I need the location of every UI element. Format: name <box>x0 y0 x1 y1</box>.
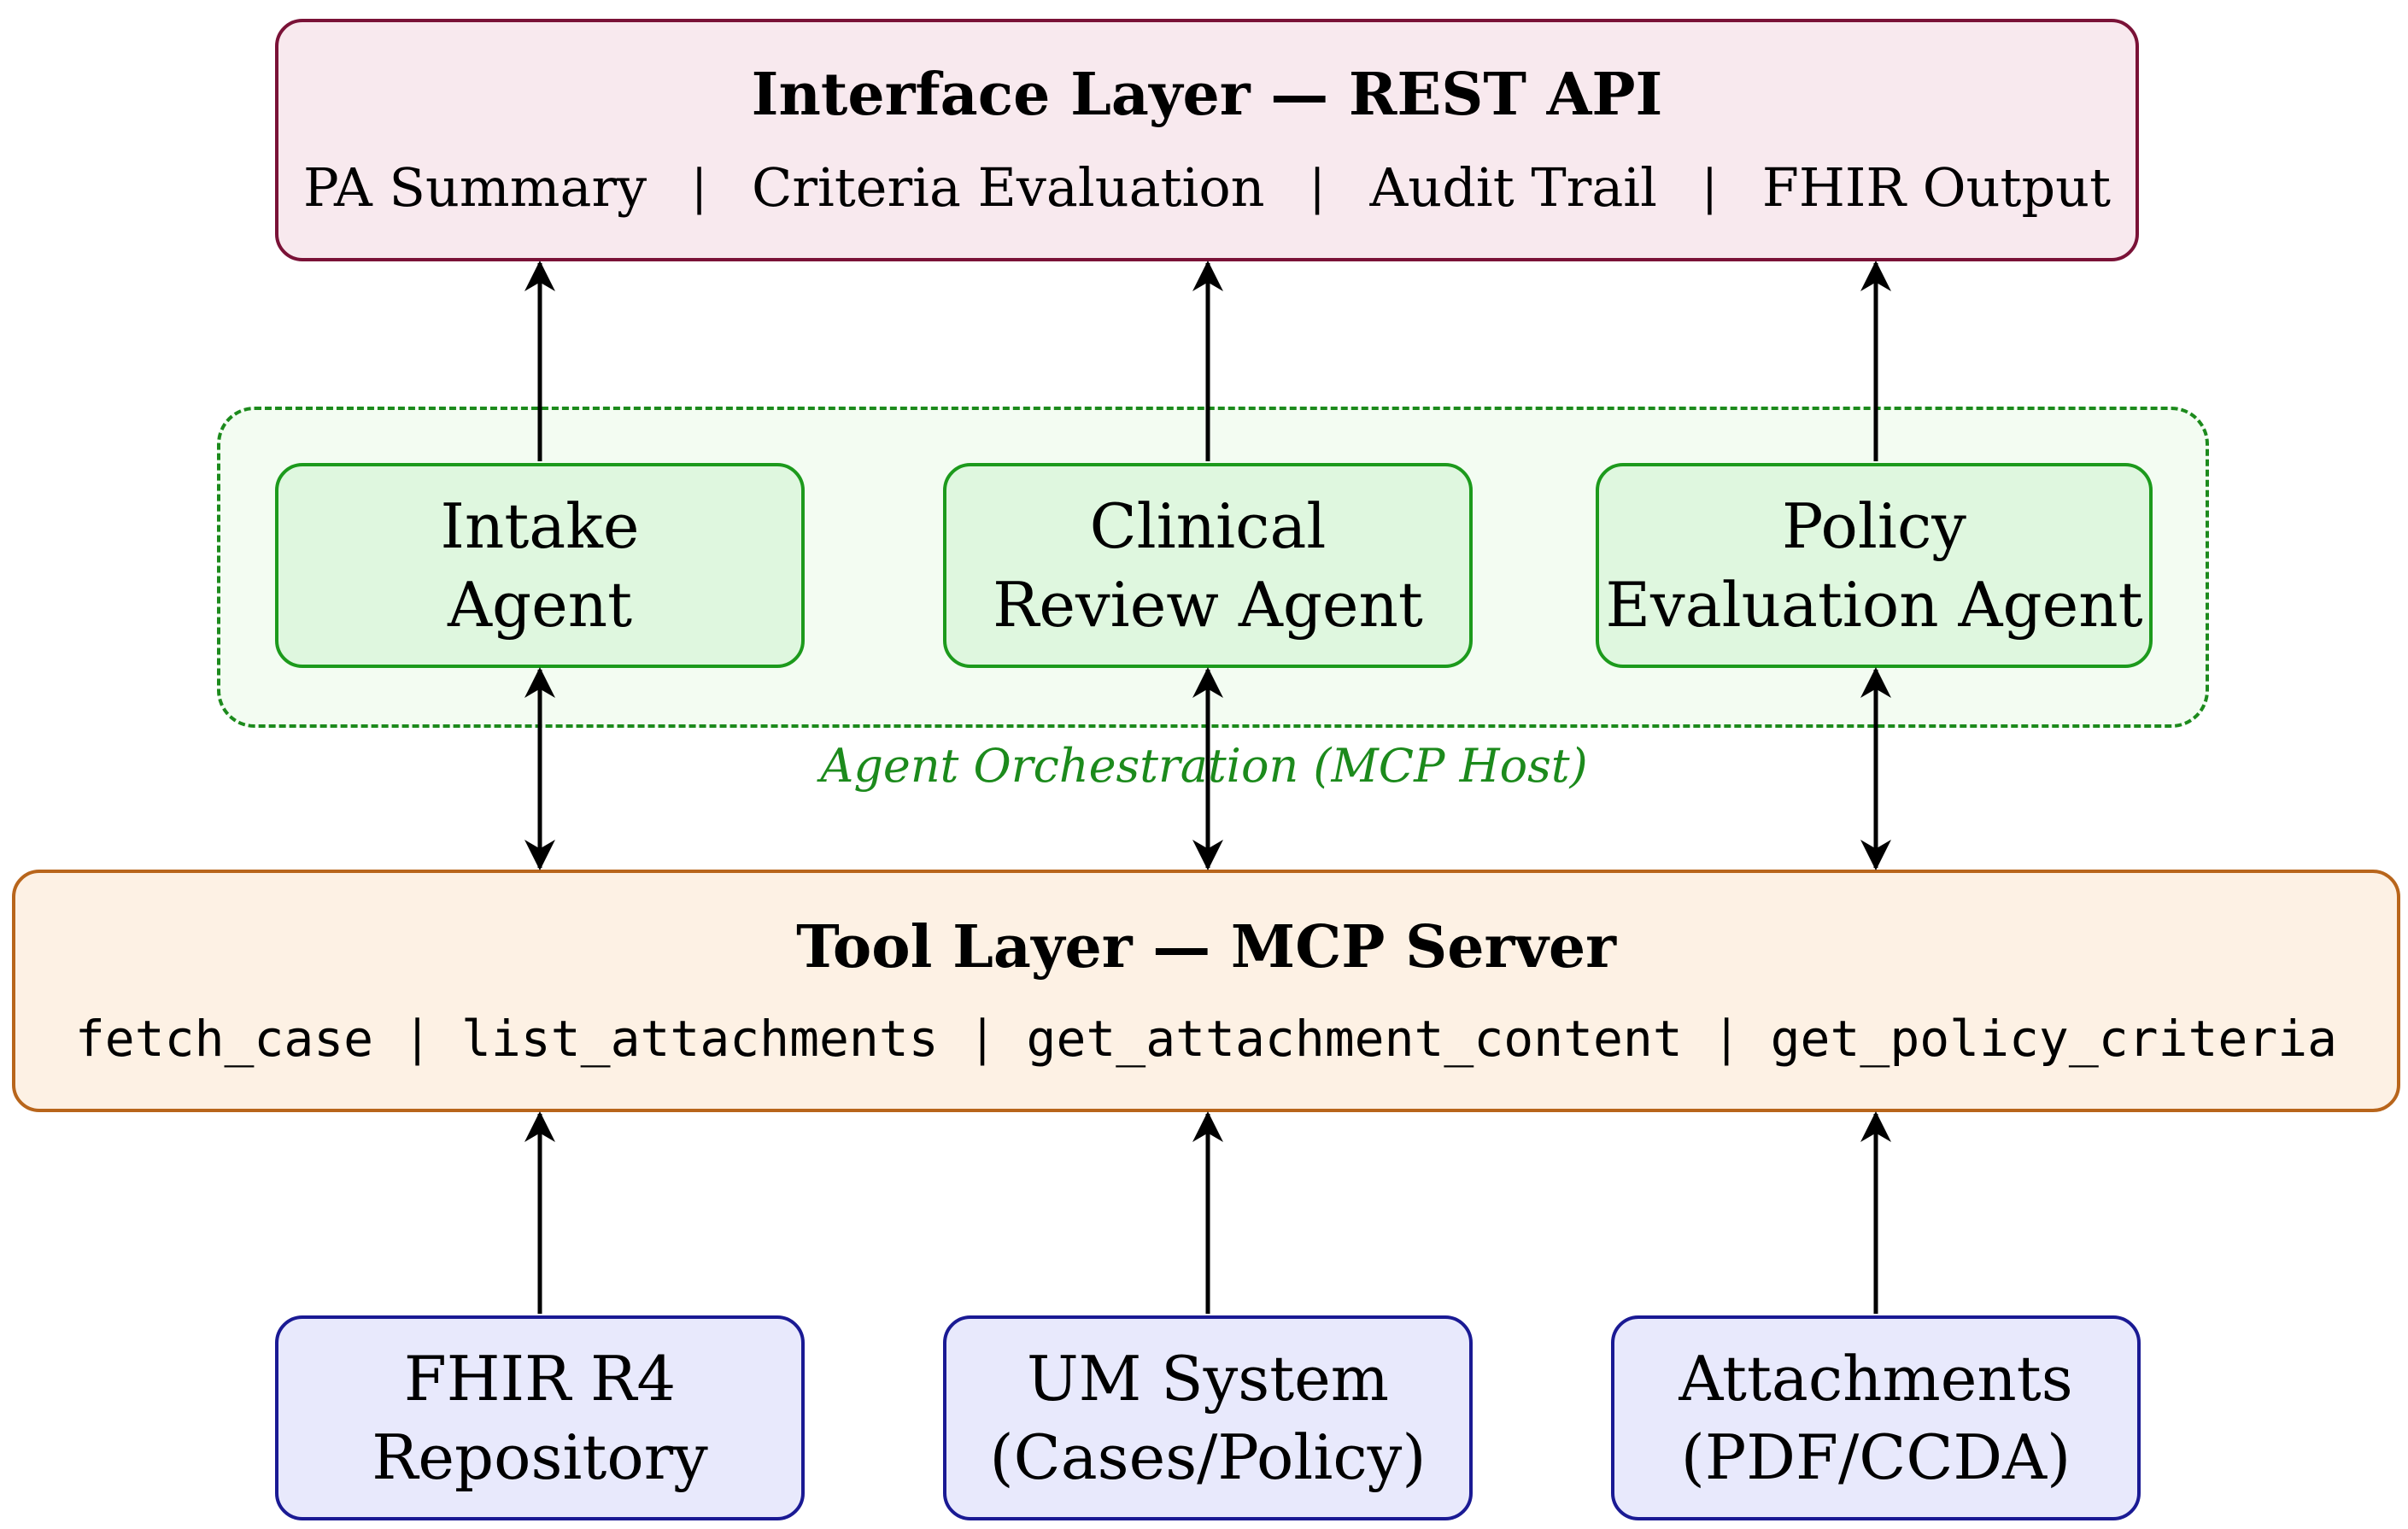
tool-layer-title: Tool Layer — MCP Server <box>796 913 1616 981</box>
fhir-r4-repository-line1: FHIR R4 <box>403 1342 677 1415</box>
separator: | <box>1718 1011 1735 1066</box>
attachments-line1: Attachments <box>1679 1342 2073 1415</box>
attachments-box: Attachments (PDF/CCDA) <box>1611 1315 2141 1520</box>
fhir-r4-repository-box: FHIR R4 Repository <box>275 1315 805 1520</box>
um-system-line1: UM System <box>1026 1342 1390 1415</box>
policy-evaluation-agent-line1: Policy <box>1782 489 1966 562</box>
policy-evaluation-agent-line2: Evaluation Agent <box>1605 569 2143 641</box>
separator: | <box>691 160 707 215</box>
attachments-line2: (PDF/CCDA) <box>1680 1421 2071 1493</box>
separator: | <box>1309 160 1326 215</box>
interface-layer-box: Interface Layer — REST API PA Summary | … <box>275 19 2139 261</box>
interface-item-audit-trail: Audit Trail <box>1369 156 1657 219</box>
clinical-review-agent-line2: Review Agent <box>993 569 1423 641</box>
clinical-review-agent-box: Clinical Review Agent <box>943 463 1473 668</box>
interface-layer-title: Interface Layer — REST API <box>751 61 1663 129</box>
tool-layer-box: Tool Layer — MCP Server fetch_case | lis… <box>12 870 2400 1112</box>
interface-item-pa-summary: PA Summary <box>302 156 647 219</box>
tool-item-get-policy-criteria: get_policy_criteria <box>1770 1010 2338 1068</box>
intake-agent-line1: Intake <box>440 489 640 562</box>
interface-layer-items: PA Summary | Criteria Evaluation | Audit… <box>303 161 2111 214</box>
agent-orchestration-label: Agent Orchestration (MCP Host) <box>820 739 1588 793</box>
clinical-review-agent-line1: Clinical <box>1089 489 1327 562</box>
interface-item-criteria-evaluation: Criteria Evaluation <box>751 156 1265 219</box>
tool-layer-items: fetch_case | list_attachments | get_atta… <box>75 1014 2337 1063</box>
separator: | <box>409 1011 425 1066</box>
tool-item-fetch-case: fetch_case <box>74 1010 374 1068</box>
um-system-line2: (Cases/Policy) <box>989 1421 1427 1493</box>
separator: | <box>974 1011 991 1066</box>
policy-evaluation-agent-box: Policy Evaluation Agent <box>1596 463 2153 668</box>
um-system-box: UM System (Cases/Policy) <box>943 1315 1473 1520</box>
intake-agent-line2: Agent <box>448 569 632 641</box>
fhir-r4-repository-line2: Repository <box>372 1421 708 1493</box>
tool-item-list-attachments: list_attachments <box>460 1010 939 1068</box>
tool-item-get-attachment-content: get_attachment_content <box>1026 1010 1683 1068</box>
intake-agent-box: Intake Agent <box>275 463 805 668</box>
interface-item-fhir-output: FHIR Output <box>1761 156 2112 219</box>
separator: | <box>1701 160 1718 215</box>
